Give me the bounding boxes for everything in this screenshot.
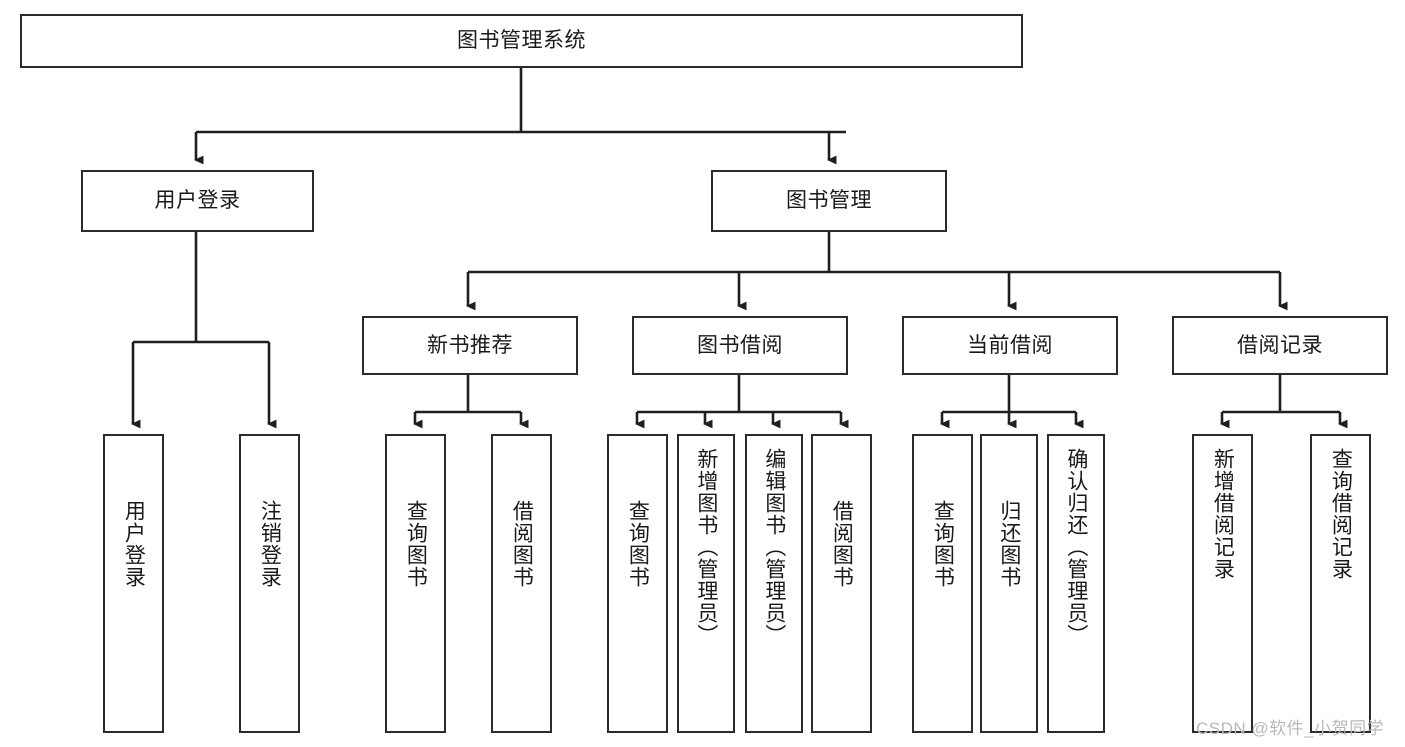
node-label: 归还图书 [997, 500, 1021, 588]
node-label: 新增图书（管理员） [694, 448, 718, 646]
node-label: 当前借阅 [967, 333, 1053, 357]
node-label: 借阅图书 [830, 500, 854, 588]
node-label: 用户登录 [122, 500, 146, 588]
node-book-management[interactable]: 图书管理 [711, 170, 947, 232]
node-borrow-record[interactable]: 借阅记录 [1172, 316, 1388, 375]
leaf-currentborrow-query-book[interactable]: 查询图书 [912, 434, 973, 733]
leaf-borrowrecord-add-record[interactable]: 新增借阅记录 [1192, 434, 1253, 733]
leaf-newbook-query-book[interactable]: 查询图书 [385, 434, 446, 733]
node-label: 图书管理系统 [457, 29, 586, 53]
leaf-currentborrow-return-book[interactable]: 归还图书 [980, 434, 1038, 733]
leaf-bookborrow-edit-book-admin[interactable]: 编辑图书（管理员） [745, 434, 803, 733]
node-label: 用户登录 [154, 189, 241, 213]
leaf-borrowrecord-query-record[interactable]: 查询借阅记录 [1310, 434, 1371, 733]
leaf-logout[interactable]: 注销登录 [239, 434, 300, 733]
node-label: 注销登录 [258, 500, 282, 588]
node-label: 借阅记录 [1237, 333, 1323, 357]
node-label: 查询图书 [931, 500, 955, 588]
leaf-bookborrow-borrow-book[interactable]: 借阅图书 [811, 434, 872, 733]
leaf-user-login[interactable]: 用户登录 [103, 434, 164, 733]
node-label: 新增借阅记录 [1211, 448, 1235, 580]
node-book-management-system[interactable]: 图书管理系统 [20, 14, 1023, 68]
node-current-borrow[interactable]: 当前借阅 [902, 316, 1118, 375]
node-label: 查询图书 [626, 500, 650, 588]
node-book-borrow[interactable]: 图书借阅 [632, 316, 848, 375]
node-label: 图书管理 [786, 189, 872, 213]
node-label: 图书借阅 [697, 333, 783, 357]
leaf-bookborrow-query-book[interactable]: 查询图书 [607, 434, 668, 733]
node-label: 查询借阅记录 [1329, 448, 1353, 580]
leaf-currentborrow-confirm-return-admin[interactable]: 确认归还（管理员） [1047, 434, 1105, 733]
node-label: 确认归还（管理员） [1064, 448, 1088, 646]
node-label: 编辑图书（管理员） [762, 448, 786, 646]
node-new-book-recommend[interactable]: 新书推荐 [362, 316, 578, 375]
leaf-bookborrow-add-book-admin[interactable]: 新增图书（管理员） [677, 434, 735, 733]
node-label: 借阅图书 [510, 500, 534, 588]
node-user-login[interactable]: 用户登录 [81, 170, 314, 232]
node-label: 查询图书 [404, 500, 428, 588]
node-label: 新书推荐 [427, 333, 513, 357]
leaf-newbook-borrow-book[interactable]: 借阅图书 [491, 434, 552, 733]
